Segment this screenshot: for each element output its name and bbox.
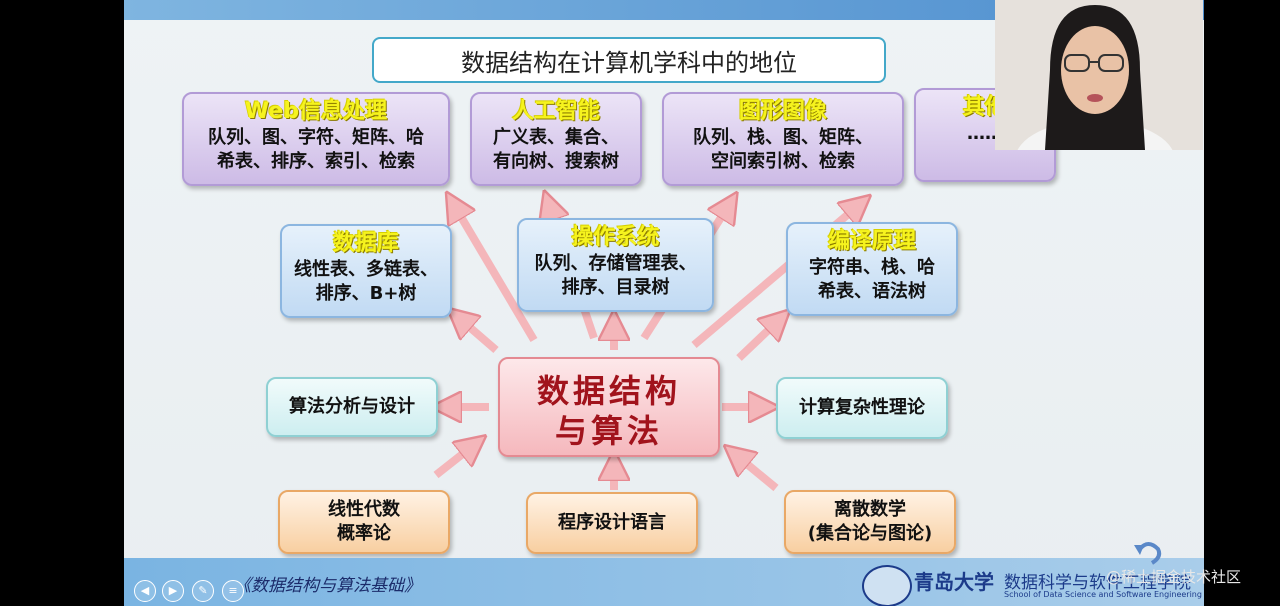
box-graphics-title: 图形图像	[738, 99, 827, 124]
box-complexity: 计算复杂性理论	[776, 377, 948, 439]
prev-icon[interactable]: ◀	[134, 580, 156, 602]
box-database-body: 线性表、多链表、 排序、B+树	[294, 259, 438, 304]
box-web-body: 队列、图、字符、矩阵、哈 希表、排序、索引、检索	[208, 127, 424, 172]
box-programming-label: 程序设计语言	[558, 512, 666, 533]
box-complexity-label: 计算复杂性理论	[799, 397, 925, 418]
university-name: 青岛大学	[914, 570, 994, 594]
arrow-to-web	[454, 205, 538, 343]
undo-icon[interactable]	[1130, 535, 1166, 571]
box-algorithm-design: 算法分析与设计	[266, 377, 438, 437]
slide-footer-bar	[124, 558, 1204, 606]
arrow-to-compiler	[736, 320, 779, 361]
watermark: @稀土掘金技术社区	[1106, 568, 1242, 586]
box-graphics-body: 队列、栈、图、矩阵、 空间索引树、检索	[693, 127, 873, 172]
book-title: 《数据结构与算法基础》	[234, 576, 421, 596]
box-ai: 人工智能 广义表、集合、 有向树、搜索树	[470, 92, 642, 186]
box-ai-body: 广义表、集合、 有向树、搜索树	[493, 127, 619, 172]
box-other-body: ……	[967, 123, 1003, 144]
box-discrete-math-label: 离散数学 (集合论与图论)	[807, 499, 933, 544]
university-logo	[862, 565, 912, 606]
slide-top-bar	[124, 0, 1204, 20]
arrow-to-db	[459, 318, 499, 354]
box-compiler-body: 字符串、栈、哈 希表、语法树	[809, 257, 935, 302]
box-web-title: Web信息处理	[244, 99, 388, 124]
webcam-overlay	[995, 0, 1203, 150]
box-compiler: 编译原理 字符串、栈、哈 希表、语法树	[786, 222, 958, 316]
school-name-cn: 数据科学与软件工程学院	[1004, 573, 1191, 593]
box-database: 数据库 线性表、多链表、 排序、B+树	[280, 224, 452, 318]
box-linear-algebra-label: 线性代数 概率论	[328, 499, 400, 544]
box-algorithm-design-label: 算法分析与设计	[289, 396, 415, 417]
center-box: 数据结构 与算法	[498, 357, 720, 457]
box-os-body: 队列、存储管理表、 排序、目录树	[534, 253, 697, 298]
center-label: 数据结构 与算法	[536, 372, 681, 450]
pen-icon[interactable]: ✎	[192, 580, 214, 602]
box-os-title: 操作系统	[571, 225, 660, 250]
box-linear-algebra: 线性代数 概率论	[278, 490, 450, 554]
menu-icon[interactable]: ≡	[222, 580, 244, 602]
box-discrete-math: 离散数学 (集合论与图论)	[784, 490, 956, 554]
school-name-en: School of Data Science and Software Engi…	[1004, 590, 1202, 599]
box-programming: 程序设计语言	[526, 492, 698, 554]
box-database-title: 数据库	[332, 231, 399, 256]
presenter-video	[995, 0, 1203, 150]
box-ai-title: 人工智能	[511, 99, 600, 124]
box-web: Web信息处理 队列、图、字符、矩阵、哈 希表、排序、索引、检索	[182, 92, 450, 186]
box-graphics: 图形图像 队列、栈、图、矩阵、 空间索引树、检索	[662, 92, 904, 186]
slide-title: 数据结构在计算机学科中的地位	[372, 37, 886, 83]
box-os: 操作系统 队列、存储管理表、 排序、目录树	[517, 218, 714, 312]
next-icon[interactable]: ▶	[162, 580, 184, 602]
arrow-from-discrete	[736, 455, 779, 492]
arrow-from-linalg	[433, 445, 474, 479]
box-compiler-title: 编译原理	[827, 229, 916, 254]
